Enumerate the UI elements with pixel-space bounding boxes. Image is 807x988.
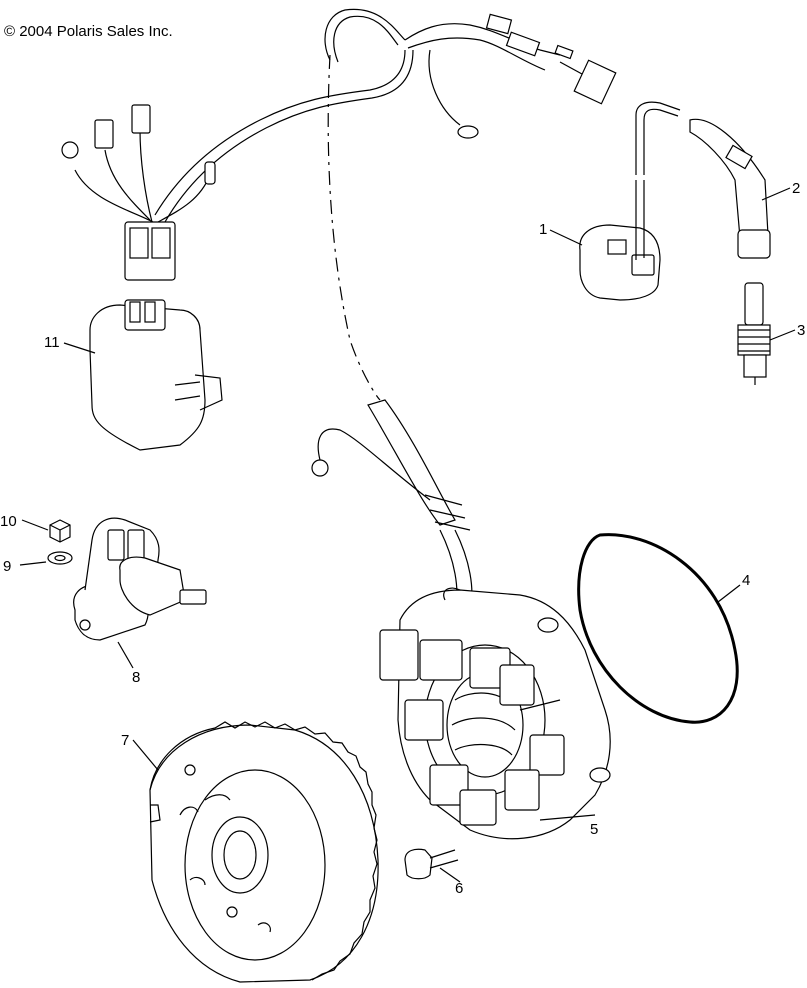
- callout-10: 10: [0, 513, 17, 530]
- stator: [379, 587, 611, 840]
- callout-7: 7: [121, 732, 129, 749]
- stator-lead: [311, 399, 473, 611]
- callout-6: 6: [455, 880, 463, 897]
- cdi-box: [89, 299, 223, 451]
- callout-5: 5: [590, 821, 598, 838]
- harness-connector: [61, 104, 216, 281]
- callout-4: 4: [742, 572, 750, 589]
- washer: [47, 551, 73, 565]
- bolt: [404, 848, 459, 880]
- starter-solenoid-bracket: [73, 517, 207, 641]
- leader-lines: [19, 187, 796, 883]
- assembly-guide-line: [327, 54, 381, 401]
- copyright-notice: © 2004 Polaris Sales Inc.: [4, 23, 173, 40]
- callout-3: 3: [797, 322, 805, 339]
- spark-plug: [737, 282, 771, 385]
- flywheel: [149, 721, 379, 983]
- callout-2: 2: [792, 180, 800, 197]
- ignition-coil: [579, 101, 771, 301]
- wiring-harness: [154, 8, 617, 223]
- callout-8: 8: [132, 669, 140, 686]
- o-ring: [577, 533, 739, 724]
- callout-11: 11: [44, 334, 60, 351]
- callout-1: 1: [539, 221, 547, 238]
- nut: [49, 519, 71, 543]
- callout-9: 9: [3, 558, 11, 575]
